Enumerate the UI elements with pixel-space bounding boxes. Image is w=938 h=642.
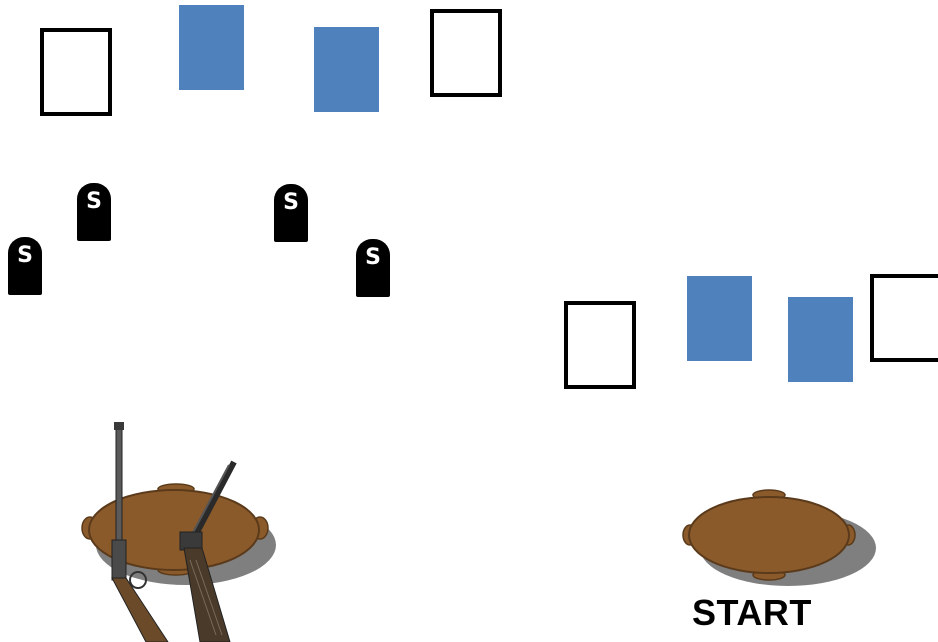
tombstone-marker: S [8,237,42,295]
right-target-1 [564,301,636,389]
left-target-2 [179,5,244,90]
right-target-4 [870,274,938,362]
left-target-4 [430,9,502,97]
tombstone-marker: S [77,183,111,241]
left-table-group [81,422,276,642]
right-target-3 [788,297,853,382]
left-target-1 [40,28,112,116]
start-label: START [692,592,812,633]
right-table-group [682,489,876,586]
lever-rifle-icon [111,422,169,642]
left-target-3 [314,27,379,112]
tombstone-marker: S [356,239,390,297]
tombstone-marker: S [274,184,308,242]
shotgun-icon [179,460,237,642]
oval-table-icon [81,483,276,585]
oval-table-icon [682,489,876,586]
right-target-2 [687,276,752,361]
